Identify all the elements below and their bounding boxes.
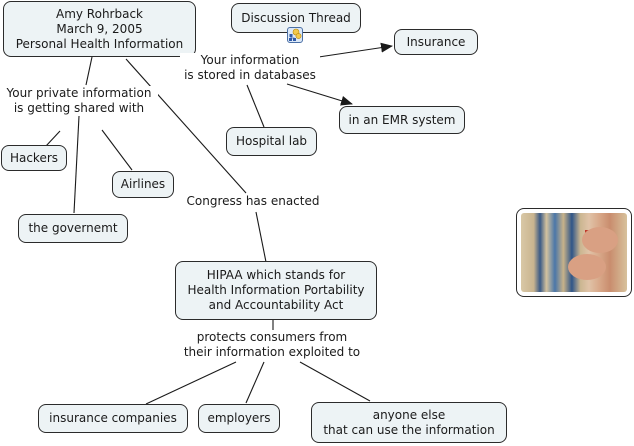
linking-phrase-congress[interactable]: Congress has enacted (180, 194, 326, 209)
link-shared-government (73, 115, 80, 214)
concept-airlines[interactable]: Airlines (112, 171, 174, 198)
link-stored-emr (286, 83, 353, 106)
image-node-medical-records[interactable] (516, 208, 632, 297)
concept-insurance[interactable]: Insurance (394, 29, 478, 55)
concept-government[interactable]: the governemt (18, 214, 128, 243)
linking-phrase-shared[interactable]: Your private information is getting shar… (0, 86, 158, 116)
link-congress-hipaa (255, 211, 267, 263)
concept-employers[interactable]: employers (198, 404, 280, 433)
medical-records-photo (521, 213, 627, 292)
link-stored-insurance (311, 42, 393, 59)
link-protects-anyone (299, 361, 371, 402)
hand (567, 254, 606, 281)
concept-anyone-else[interactable]: anyone else that can use the information (311, 402, 507, 443)
concept-hipaa[interactable]: HIPAA which stands for Health Informatio… (175, 261, 377, 320)
link-root-congress (125, 58, 247, 194)
link-protects-insurance-companies (145, 361, 237, 405)
link-shared-airlines (101, 129, 133, 171)
hand (582, 227, 619, 254)
people-network-icon (289, 28, 302, 41)
concept-emr-system[interactable]: in an EMR system (339, 106, 465, 134)
link-shared-hackers (45, 130, 61, 147)
concept-hospital-lab[interactable]: Hospital lab (226, 127, 317, 156)
linking-phrase-protects[interactable]: protects consumers from their informatio… (174, 330, 370, 360)
link-root-shared (85, 56, 93, 86)
concept-insurance-companies[interactable]: insurance companies (38, 404, 188, 433)
linking-phrase-stored[interactable]: Your information is stored in databases (180, 53, 320, 83)
discussion-thread-resource-icon[interactable] (287, 27, 303, 43)
link-protects-employers (245, 361, 265, 404)
link-stored-hospital (246, 84, 265, 128)
concept-hackers[interactable]: Hackers (1, 145, 67, 171)
concept-root[interactable]: Amy Rohrback March 9, 2005 Personal Heal… (3, 1, 196, 57)
